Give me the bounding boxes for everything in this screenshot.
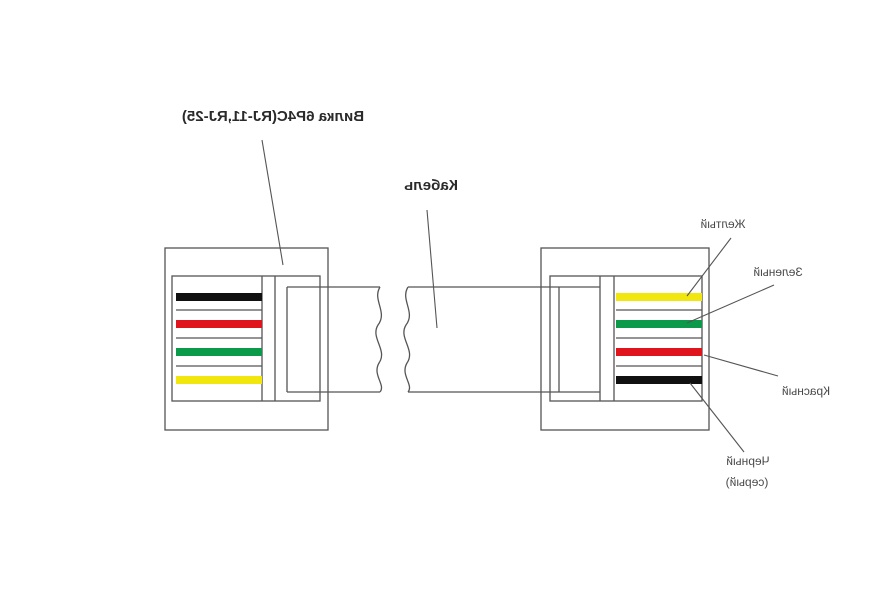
- leader-red: [703, 354, 779, 377]
- black-wire-label: Черный: [726, 454, 769, 468]
- left-wire-black: [176, 293, 262, 301]
- red-wire-label: Красный: [782, 384, 830, 398]
- leader-yellow: [686, 237, 732, 297]
- cable-right-segment: [403, 286, 600, 393]
- right-plug-body: [540, 247, 710, 431]
- leader-black: [689, 382, 745, 453]
- left-plug-body: [164, 247, 329, 431]
- cable-label: Кабель: [404, 177, 458, 194]
- left-wire-green: [176, 348, 262, 356]
- left-wire-red: [176, 320, 262, 328]
- right-wire-yellow: [616, 293, 702, 301]
- green-wire-label: Зеленый: [753, 265, 802, 279]
- leader-green: [686, 284, 775, 324]
- cable-left-segment: [287, 286, 383, 393]
- cable-break-right: [403, 286, 411, 393]
- leader-lines: [261, 139, 779, 453]
- labels: Вилка 6Р4С(RJ-11,RJ-25) Кабель Желтый Зе…: [182, 108, 830, 489]
- left-wire-yellow: [176, 376, 262, 384]
- left-connector: [164, 247, 329, 431]
- right-wire-green: [616, 320, 702, 328]
- leader-plug: [261, 139, 284, 266]
- left-plug-inner: [171, 275, 321, 402]
- right-connector: [540, 247, 710, 431]
- plug-label: Вилка 6Р4С(RJ-11,RJ-25): [182, 108, 364, 125]
- black-wire-label-alt: (серый): [726, 475, 769, 489]
- leader-cable: [426, 209, 438, 329]
- yellow-wire-label: Желтый: [700, 217, 745, 231]
- right-wire-black: [616, 376, 702, 384]
- right-wire-red: [616, 348, 702, 356]
- cable-break-left: [375, 286, 383, 393]
